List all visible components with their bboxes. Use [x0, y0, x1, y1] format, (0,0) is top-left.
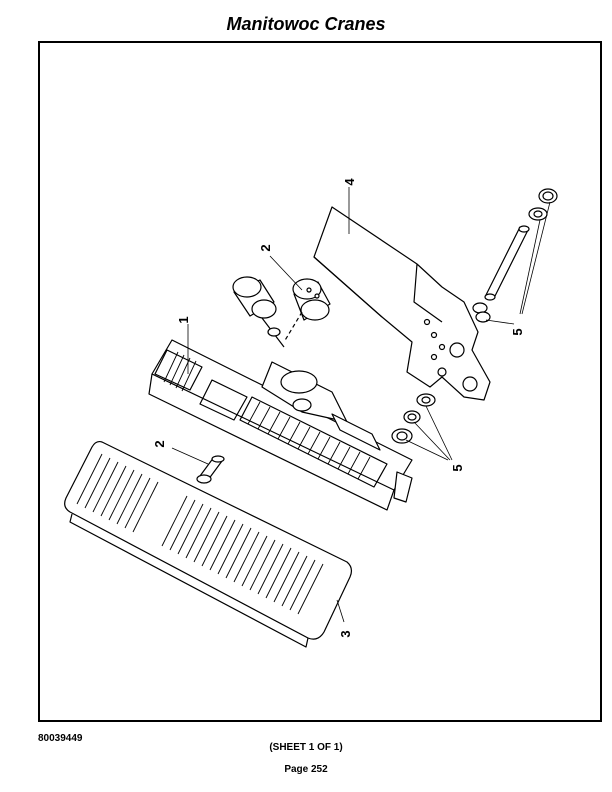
connector-cap [292, 278, 331, 321]
lower-washer [391, 428, 413, 444]
document-number: 80039449 [38, 733, 83, 744]
page-number: Page 252 [284, 764, 328, 775]
callout-3: 3 [338, 630, 353, 637]
drawing-frame: 1 2 4 5 5 2 3 [38, 41, 602, 722]
lower-bushing [416, 393, 436, 407]
callout-4: 4 [342, 178, 357, 186]
leader-lines [171, 187, 551, 623]
base-ribs [163, 351, 371, 480]
upper-bushing [528, 207, 548, 221]
callout-1: 1 [176, 316, 191, 323]
callout-5-upper: 5 [510, 328, 525, 335]
electrical-connector [232, 276, 285, 348]
page-title: Manitowoc Cranes [226, 14, 386, 34]
callout-2-pin: 2 [152, 440, 167, 447]
upper-spacer [472, 302, 491, 323]
exploded-view-drawing: 1 2 4 5 5 2 3 [64, 178, 558, 648]
sheet-label: (SHEET 1 OF 1) [269, 742, 343, 753]
callout-2-connector: 2 [258, 244, 273, 251]
bracket-plate [313, 206, 491, 401]
pivot-pin [196, 455, 225, 484]
upper-shaft [484, 225, 530, 301]
pad-ribs [76, 453, 324, 615]
callout-5-lower: 5 [450, 464, 465, 471]
lower-spacer [403, 410, 421, 424]
upper-washer [538, 188, 558, 204]
